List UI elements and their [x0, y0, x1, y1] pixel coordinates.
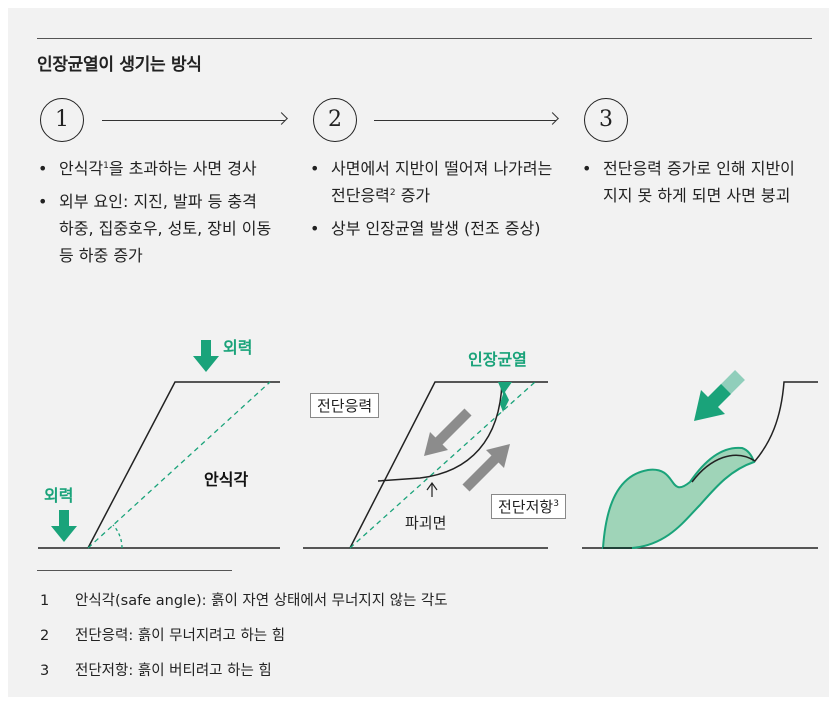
collapsed-soil-mass — [601, 446, 756, 549]
shear-resistance-arrow-icon — [462, 444, 510, 492]
step-number-1: 1 — [40, 98, 84, 142]
shear-stress-arrow-icon — [424, 408, 472, 456]
diagram-3 — [582, 370, 818, 549]
footnote-number: 3 — [40, 663, 50, 679]
step-3-text: 전단응력 증가로 인해 지반이 지지 못 하게 되면 사면 붕괴 — [580, 155, 805, 215]
step-2-bullet-2: 상부 인장균열 발생 (전조 증상) — [308, 215, 558, 242]
footnote-number: 2 — [40, 628, 50, 644]
footnote-text: 안식각(safe angle): 흙이 자연 상태에서 무너지지 않는 각도 — [75, 593, 448, 609]
shear-resistance-label: 전단저항3 — [491, 494, 566, 519]
failure-surface — [377, 381, 503, 482]
slope-outline-1 — [87, 381, 280, 549]
step-arrow-2 — [374, 120, 556, 121]
footnote-text: 전단저항: 흙이 버티려고 하는 힘 — [75, 663, 272, 679]
down-arrow-icon — [193, 340, 219, 372]
step-2-bullet-1: 사면에서 지반이 떨어져 나가려는 전단응력2 증가 — [308, 155, 558, 209]
failed-slope-surface — [691, 381, 818, 483]
failure-surface-label: 파괴면 — [405, 514, 447, 532]
shear-resistance-sup: 3 — [553, 499, 559, 509]
footnote-1: 1 안식각(safe angle): 흙이 자연 상태에서 무너지지 않는 각도 — [40, 589, 448, 610]
collapse-arrow-icon — [694, 370, 745, 421]
diagram-1 — [38, 340, 280, 549]
shear-resistance-text: 전단저항 — [498, 498, 554, 516]
failure-pointer-head — [426, 481, 438, 491]
external-force-label-left: 외력 — [44, 486, 74, 505]
step-2-text: 사면에서 지반이 떨어져 나가려는 전단응력2 증가 상부 인장균열 발생 (전… — [308, 155, 558, 248]
slope-outline-2 — [349, 381, 548, 549]
footnote-divider — [37, 570, 232, 571]
page-title: 인장균열이 생기는 방식 — [37, 55, 202, 75]
step-number-3: 3 — [584, 98, 628, 142]
shear-stress-label: 전단응력 — [310, 393, 380, 418]
top-divider — [37, 38, 812, 39]
external-force-label-top: 외력 — [223, 338, 253, 357]
footnote-number: 1 — [40, 593, 50, 609]
footnote-3: 3 전단저항: 흙이 버티려고 하는 힘 — [40, 659, 272, 680]
footnote-2: 2 전단응력: 흙이 무너지려고 하는 힘 — [40, 624, 285, 645]
footnote-text: 전단응력: 흙이 무너지려고 하는 힘 — [75, 628, 286, 644]
tension-crack — [498, 382, 512, 412]
step-1-bullet-1: 안식각1을 초과하는 사면 경사 — [36, 155, 276, 182]
step-1-bullet-2: 외부 요인: 지진, 발파 등 충격 하중, 집중호우, 성토, 장비 이동 등… — [36, 188, 276, 269]
diagram-2 — [303, 381, 548, 549]
step-arrow-1 — [102, 120, 285, 121]
infographic-panel — [8, 8, 829, 697]
step-number-2: 2 — [313, 98, 357, 142]
safe-angle-label: 안식각 — [204, 470, 249, 489]
tension-crack-label: 인장균열 — [468, 350, 527, 369]
step-1-text: 안식각1을 초과하는 사면 경사 외부 요인: 지진, 발파 등 충격 하중, … — [36, 155, 276, 275]
down-arrow-icon — [51, 510, 77, 542]
safe-angle-line — [87, 381, 271, 549]
step-3-bullet-1: 전단응력 증가로 인해 지반이 지지 못 하게 되면 사면 붕괴 — [580, 155, 805, 209]
angle-arc — [112, 524, 123, 549]
